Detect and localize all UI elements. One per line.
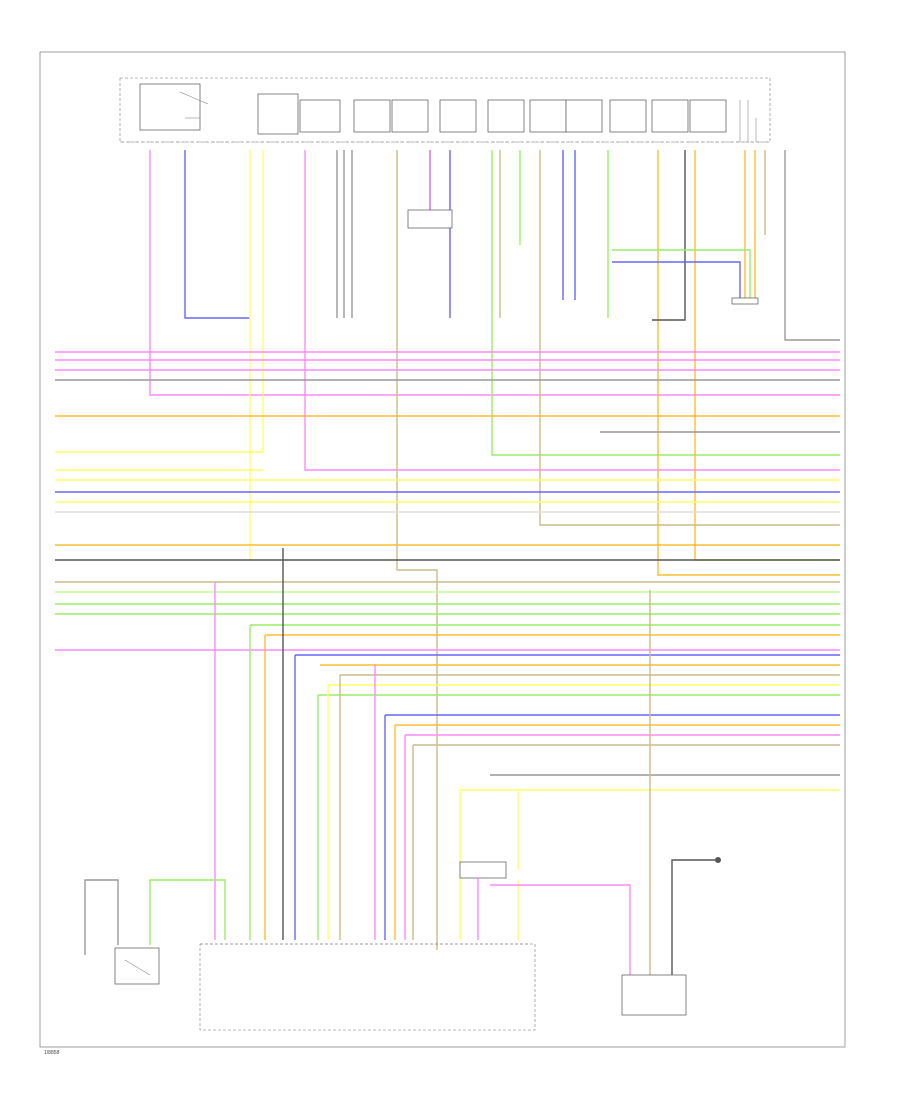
horizontal-wires [55,351,840,651]
pcm-feed-wires [214,548,840,940]
pcm-connector [199,943,536,1031]
fuse-relay-box [119,77,771,143]
lower-splice [459,590,651,975]
fuse-cells [257,93,727,135]
relay-symbol [139,83,209,131]
vertical-wires [149,150,840,950]
diagram-frame [39,51,846,1048]
center-splice [407,209,453,229]
right-top-connector [612,249,759,305]
brake-switch [84,879,226,985]
right-module [621,857,721,1016]
page-code: 1/8858 [44,1050,60,1056]
